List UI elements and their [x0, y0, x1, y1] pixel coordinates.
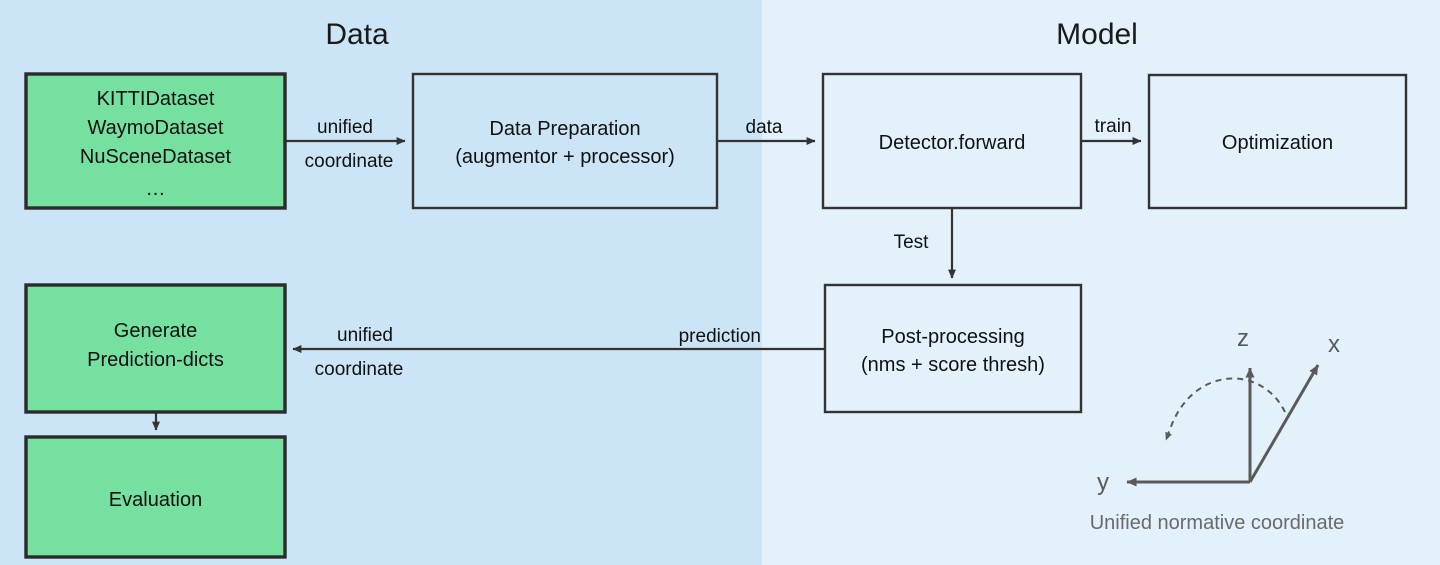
node-detector-forward-label: Detector.forward	[879, 132, 1026, 154]
rotation-arc	[1165, 377, 1286, 441]
node-datasets-line-2: WaymoDataset	[88, 117, 224, 139]
node-evaluation-label: Evaluation	[109, 489, 202, 511]
node-generate-prediction-dicts-line-2: Prediction-dicts	[87, 349, 224, 371]
panel-model-background	[762, 0, 1440, 565]
node-post-processing-line-1: Post-processing	[881, 326, 1024, 348]
axis-label-z: z	[1237, 325, 1249, 352]
edge-label-test: Test	[894, 232, 930, 253]
edge-label-data: data	[746, 117, 783, 138]
node-datasets[interactable]: KITTIDataset WaymoDataset NuSceneDataset…	[24, 72, 287, 210]
node-datasets-line-3: NuSceneDataset	[80, 146, 232, 168]
axis-x-line	[1248, 364, 1320, 483]
panel-title-data: Data	[325, 18, 389, 51]
node-evaluation-box	[24, 435, 287, 559]
edge-label-unified-2: unified	[337, 325, 393, 346]
edge-label-train: train	[1095, 116, 1132, 137]
node-generate-prediction-dicts-box	[24, 283, 287, 414]
node-post-processing-line-2: (nms + score thresh)	[861, 354, 1045, 376]
node-datasets-line-4: …	[146, 178, 166, 200]
node-generate-prediction-dicts[interactable]: Generate Prediction-dicts	[24, 283, 287, 414]
axis-label-y: y	[1097, 469, 1109, 496]
node-data-preparation-line-1: Data Preparation	[489, 118, 640, 140]
node-detector-forward[interactable]: Detector.forward	[821, 72, 1083, 210]
node-generate-prediction-dicts-line-1: Generate	[114, 320, 197, 342]
node-data-preparation-box	[411, 72, 719, 210]
edge-label-unified: unified	[317, 117, 373, 138]
node-post-processing-box	[823, 283, 1083, 414]
edge-label-coordinate-2: coordinate	[315, 359, 404, 380]
panel-title-model: Model	[1056, 18, 1138, 51]
node-optimization-label: Optimization	[1222, 132, 1333, 154]
node-detector-forward-box	[821, 72, 1083, 210]
node-evaluation[interactable]: Evaluation	[24, 435, 287, 559]
node-datasets-line-1: KITTIDataset	[97, 88, 215, 110]
node-datasets-box	[24, 72, 287, 210]
node-data-preparation[interactable]: Data Preparation (augmentor + processor)	[411, 72, 719, 210]
node-data-preparation-line-2: (augmentor + processor)	[455, 146, 675, 168]
edge-label-prediction: prediction	[679, 326, 761, 347]
axis-label-x: x	[1328, 331, 1340, 358]
coordinate-system: z x y Unified normative coordinate	[1090, 325, 1345, 534]
node-optimization-box	[1147, 73, 1408, 210]
node-post-processing[interactable]: Post-processing (nms + score thresh)	[823, 283, 1083, 414]
coordinate-system-caption: Unified normative coordinate	[1090, 512, 1345, 534]
edge-label-coordinate: coordinate	[305, 151, 394, 172]
node-optimization[interactable]: Optimization	[1147, 73, 1408, 210]
